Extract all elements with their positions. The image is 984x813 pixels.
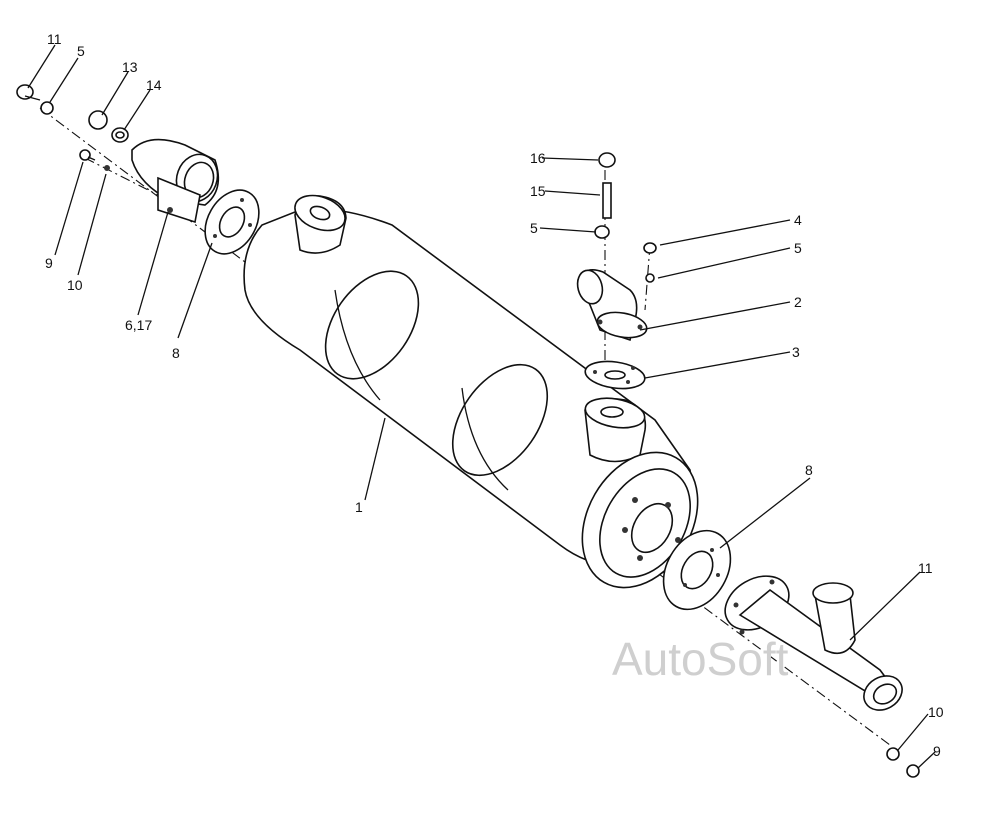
- callout-9: 9: [45, 255, 53, 271]
- callout-11: 11: [47, 31, 62, 47]
- callout-4: 4: [794, 212, 802, 228]
- watermark: AutoSoft: [612, 633, 789, 685]
- callout-1: 1: [355, 499, 363, 515]
- gasket-right: [662, 529, 732, 611]
- leader-lines: [27, 44, 936, 769]
- callout-labels: 11 5 13 14 9 10 6,17 8 1 16 15 5 4 5 2 3…: [45, 31, 944, 759]
- callout-10: 10: [928, 704, 944, 720]
- top-hardware: [594, 152, 657, 283]
- callout-5: 5: [794, 240, 802, 256]
- callout-10: 10: [67, 277, 83, 293]
- callout-2: 2: [794, 294, 802, 310]
- muffler-body: [243, 194, 699, 589]
- callout-5: 5: [530, 220, 538, 236]
- rear-tee-pipe: [724, 575, 920, 778]
- callout-8: 8: [805, 462, 813, 478]
- callout-8: 8: [172, 345, 180, 361]
- gasket-left: [204, 189, 260, 255]
- callout-3: 3: [792, 344, 800, 360]
- callout-11: 11: [918, 560, 933, 576]
- callout-16: 16: [530, 150, 546, 166]
- callout-13: 13: [122, 59, 138, 75]
- front-pipe-elbow: [131, 138, 220, 224]
- callout-6-17: 6,17: [125, 317, 152, 333]
- gasket-elbow: [584, 360, 646, 390]
- callout-9: 9: [933, 743, 941, 759]
- outlet-elbow: [576, 269, 648, 342]
- callout-15: 15: [530, 183, 546, 199]
- callout-5: 5: [77, 43, 85, 59]
- left-hardware: [16, 84, 129, 171]
- callout-14: 14: [146, 77, 162, 93]
